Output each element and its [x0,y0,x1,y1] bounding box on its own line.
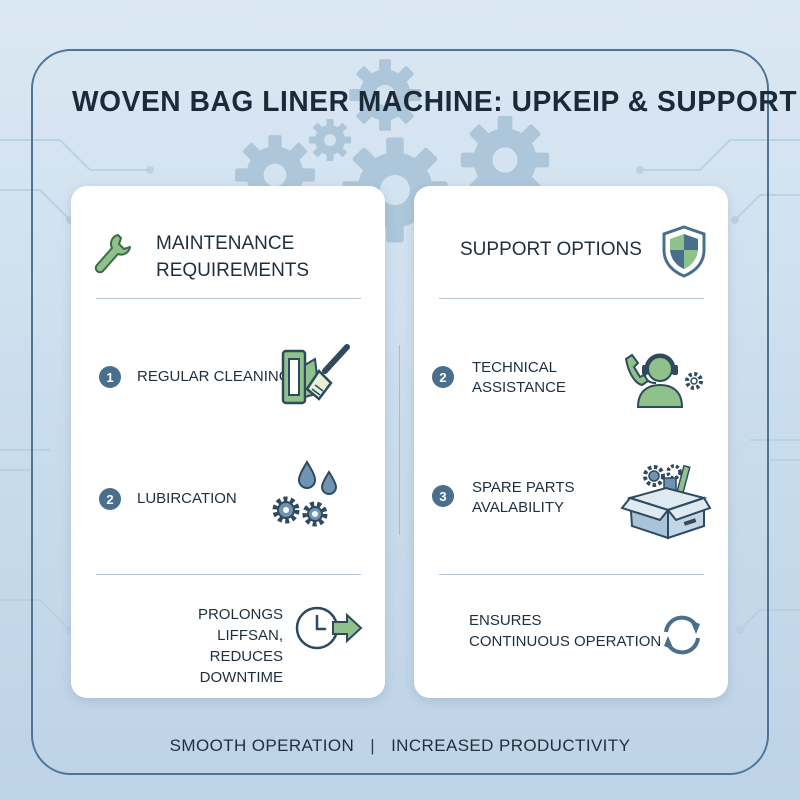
support-agent-icon [624,353,703,408]
outer-frame [31,49,769,775]
divider [96,298,361,299]
benefit-line1: ENSURES [469,612,542,629]
smooth-operation-text: SMOOTH OPERATION [169,736,355,755]
spare-parts-label: SPARE PARTS AVALABILITY [472,478,575,518]
support-card: SUPPORT OPTIONS 2 TECHNICAL ASSISTANCE 3… [414,186,728,698]
lubrication-label: LUBIRCATION [137,490,237,507]
support-header: SUPPORT OPTIONS [460,239,642,260]
support-benefit: ENSURES CONTINUOUS OPERATION [469,610,661,652]
parts-box-icon [620,464,712,540]
oil-drops-gears-icon [272,460,338,527]
step-number-badge: 3 [432,485,454,507]
label-line2: ASSISTANCE [472,379,566,396]
shield-icon [662,225,706,278]
divider [439,298,704,299]
step-number-badge: 2 [99,488,121,510]
step-number-badge: 2 [432,366,454,388]
step-number-badge: 1 [99,366,121,388]
cleaning-brush-icon [281,344,350,405]
wrench-icon [94,234,131,274]
label-line1: TECHNICAL [472,359,558,376]
maintenance-header-line2: REQUIREMENTS [156,260,310,281]
benefit-line1: PROLONGS LIFFSAN, [197,606,283,644]
circuit-lines [0,139,800,631]
maintenance-header: MAINTENANCE REQUIREMENTS [156,230,309,284]
bottom-tagline: SMOOTH OPERATION | INCREASED PRODUCTIVITY [0,736,800,756]
refresh-cycle-icon [664,615,700,655]
divider [439,574,704,575]
benefit-line2: REDUCES DOWNTIME [199,648,283,686]
increased-productivity-text: INCREASED PRODUCTIVITY [391,736,631,755]
separator: | [370,736,376,755]
clock-arrow-icon [295,606,363,650]
benefit-line2: CONTINUOUS OPERATION [469,633,662,650]
technical-assistance-label: TECHNICAL ASSISTANCE [472,358,566,398]
maintenance-benefit: PROLONGS LIFFSAN, REDUCES DOWNTIME [143,604,283,688]
maintenance-card: MAINTENANCE REQUIREMENTS 1 REGULAR CLEAN… [71,186,385,698]
regular-cleaning-label: REGULAR CLEANING [137,368,291,385]
divider [96,574,361,575]
center-divider [399,345,400,535]
label-line1: SPARE PARTS [472,479,575,496]
page-title: WOVEN BAG LINER MACHINE: UPKEIP & SUPPOR… [72,86,798,118]
label-line2: AVALABILITY [472,499,564,516]
maintenance-header-line1: MAINTENANCE [156,233,295,254]
